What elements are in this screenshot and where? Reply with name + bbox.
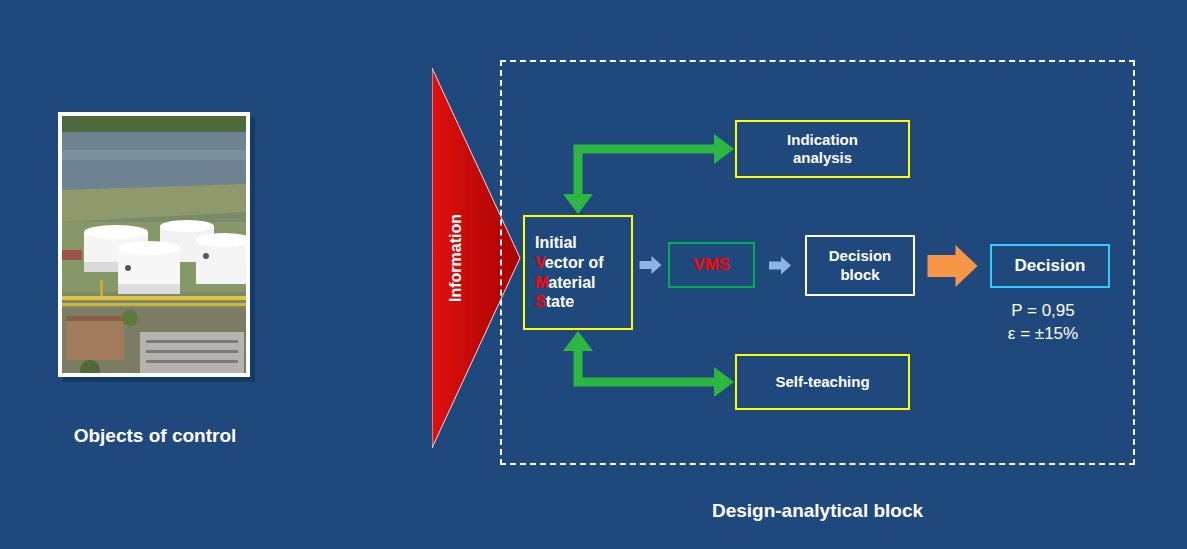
box-label: Initial Vector of Material State — [535, 233, 621, 311]
heading-label: Information — [445, 158, 467, 358]
arrow-head — [714, 134, 734, 164]
result-box: Decision — [990, 244, 1110, 288]
pennant-outline — [432, 68, 520, 448]
accent-letter: S — [535, 293, 546, 310]
confidence-note: ε = ±15% — [1008, 324, 1078, 344]
arrow-shaft — [578, 149, 716, 196]
tank-roof — [160, 220, 214, 232]
heading-label: Objects of control — [74, 424, 237, 447]
building-roof — [66, 316, 124, 321]
word-rest: ector — [545, 254, 584, 271]
flow-arrow — [640, 256, 662, 274]
window-row — [146, 350, 238, 353]
photo-scene — [62, 116, 246, 373]
feedback-arrow — [563, 134, 734, 214]
tank-roof — [196, 233, 246, 247]
flow-arrow — [928, 245, 978, 287]
block-arrow — [928, 245, 978, 287]
word: Initial — [535, 234, 577, 251]
tank-hatch — [125, 265, 131, 271]
pennant-shape — [432, 68, 522, 448]
state-vector-box: Initial Vector of Material State — [523, 215, 633, 330]
window-row — [146, 360, 238, 363]
box-label: Self-teaching — [747, 373, 898, 391]
process-box: Self-teaching — [735, 354, 910, 410]
arrow-head — [563, 331, 593, 351]
word: of — [588, 254, 603, 271]
building — [140, 332, 244, 373]
roof — [62, 250, 82, 260]
building — [66, 320, 124, 360]
box-label: VMS — [676, 255, 747, 276]
process-box: Decision block — [805, 235, 915, 296]
box-label: Indication analysis — [769, 131, 876, 168]
feedback-arrow — [563, 331, 734, 397]
tree — [80, 360, 100, 373]
window-row — [146, 340, 238, 343]
block-arrow — [769, 257, 791, 275]
information-arrow: Information — [432, 68, 522, 448]
accent-letter: V — [535, 254, 545, 271]
analytical-block: Design-analytical block Indication analys… — [500, 60, 1135, 526]
word-rest: aterial — [548, 274, 595, 291]
river-water — [62, 132, 246, 190]
block-arrow — [640, 256, 662, 274]
arrow-shaft — [578, 349, 716, 382]
pipe — [62, 303, 246, 306]
arrow-head — [563, 194, 593, 214]
heading-label: Design-analytical block — [712, 499, 923, 522]
tree — [122, 310, 138, 326]
tank-roof — [84, 225, 148, 239]
flow-arrow — [769, 257, 791, 275]
tank-roof — [118, 241, 180, 255]
far-trees — [62, 116, 246, 132]
tank-shade — [118, 284, 180, 294]
arrow-head — [714, 367, 734, 397]
accent-letter: M — [535, 274, 548, 291]
box-label: Decision — [1000, 256, 1100, 277]
river-bank — [62, 184, 246, 222]
water-glare — [62, 150, 246, 160]
word-rest: tate — [546, 293, 574, 310]
vms-box: VMS — [668, 242, 755, 288]
box-label: Decision block — [821, 247, 899, 284]
tank-hatch — [203, 253, 209, 259]
photo-caption-node: Objects of control — [40, 100, 270, 452]
photo-shadow — [63, 117, 255, 382]
process-box: Indication analysis — [735, 120, 910, 178]
pipe — [62, 296, 246, 300]
confidence-note: P = 0,95 — [1011, 301, 1075, 321]
